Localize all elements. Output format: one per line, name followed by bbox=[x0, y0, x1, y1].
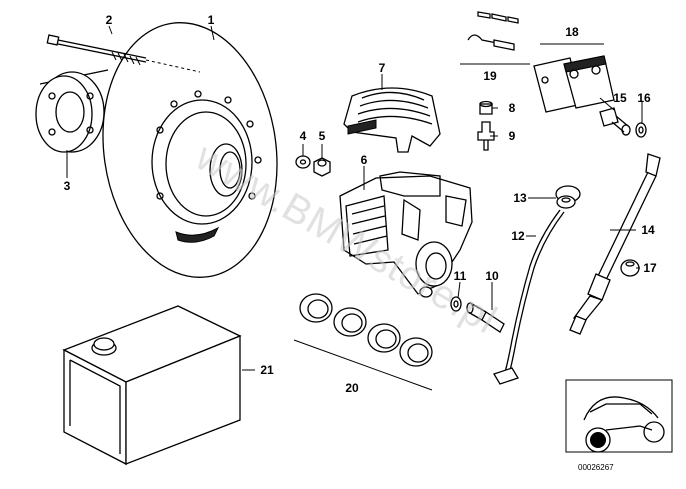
part-bleed-cap bbox=[479, 100, 493, 115]
part-spacer-ring bbox=[35, 69, 109, 153]
callout-17: 17 bbox=[643, 261, 657, 275]
callout-18: 18 bbox=[565, 25, 579, 39]
part-banjo-bolt bbox=[599, 107, 631, 136]
callout-20: 20 bbox=[345, 381, 359, 395]
callout-12: 12 bbox=[511, 229, 525, 243]
part-nut bbox=[313, 157, 331, 177]
callout-8: 8 bbox=[509, 101, 516, 115]
document-id: 00026267 bbox=[578, 463, 614, 472]
callout-14: 14 bbox=[641, 223, 655, 237]
part-brake-caliper bbox=[339, 171, 473, 298]
part-pin-set bbox=[460, 11, 530, 65]
part-pad-cover bbox=[343, 87, 441, 153]
callout-1: 1 bbox=[208, 13, 215, 27]
part-caliper-washer bbox=[450, 296, 462, 312]
part-brake-pads bbox=[533, 43, 615, 113]
callout-7: 7 bbox=[379, 61, 386, 75]
part-seal-kit bbox=[293, 293, 433, 391]
callout-15: 15 bbox=[613, 91, 627, 105]
part-brake-line bbox=[493, 209, 565, 385]
callout-labels: 1 2 3 4 5 6 7 8 9 10 11 12 13 14 15 16 1… bbox=[64, 13, 657, 395]
callout-5: 5 bbox=[319, 129, 326, 143]
part-washer bbox=[295, 155, 311, 169]
callout-9: 9 bbox=[509, 129, 516, 143]
part-caliper-bolt bbox=[466, 302, 505, 333]
callout-16: 16 bbox=[637, 91, 651, 105]
callout-21: 21 bbox=[260, 363, 274, 377]
callout-6: 6 bbox=[361, 153, 368, 167]
part-container bbox=[62, 305, 242, 466]
callout-3: 3 bbox=[64, 179, 71, 193]
part-brake-disc bbox=[102, 22, 278, 278]
callout-19: 19 bbox=[483, 69, 497, 83]
highlight-front-wheel bbox=[590, 432, 606, 448]
callout-4: 4 bbox=[300, 129, 307, 143]
part-bushing bbox=[620, 259, 640, 277]
part-sealing-ring bbox=[635, 122, 647, 138]
callout-13: 13 bbox=[513, 191, 527, 205]
callout-11: 11 bbox=[454, 269, 467, 283]
callout-2: 2 bbox=[106, 13, 113, 27]
callout-10: 10 bbox=[485, 269, 499, 283]
part-brake-hose bbox=[569, 153, 661, 335]
motorcycle-thumbnail bbox=[565, 379, 673, 453]
part-grommet bbox=[555, 185, 581, 209]
leader-lines bbox=[66, 25, 643, 371]
part-long-bolt bbox=[46, 34, 201, 73]
